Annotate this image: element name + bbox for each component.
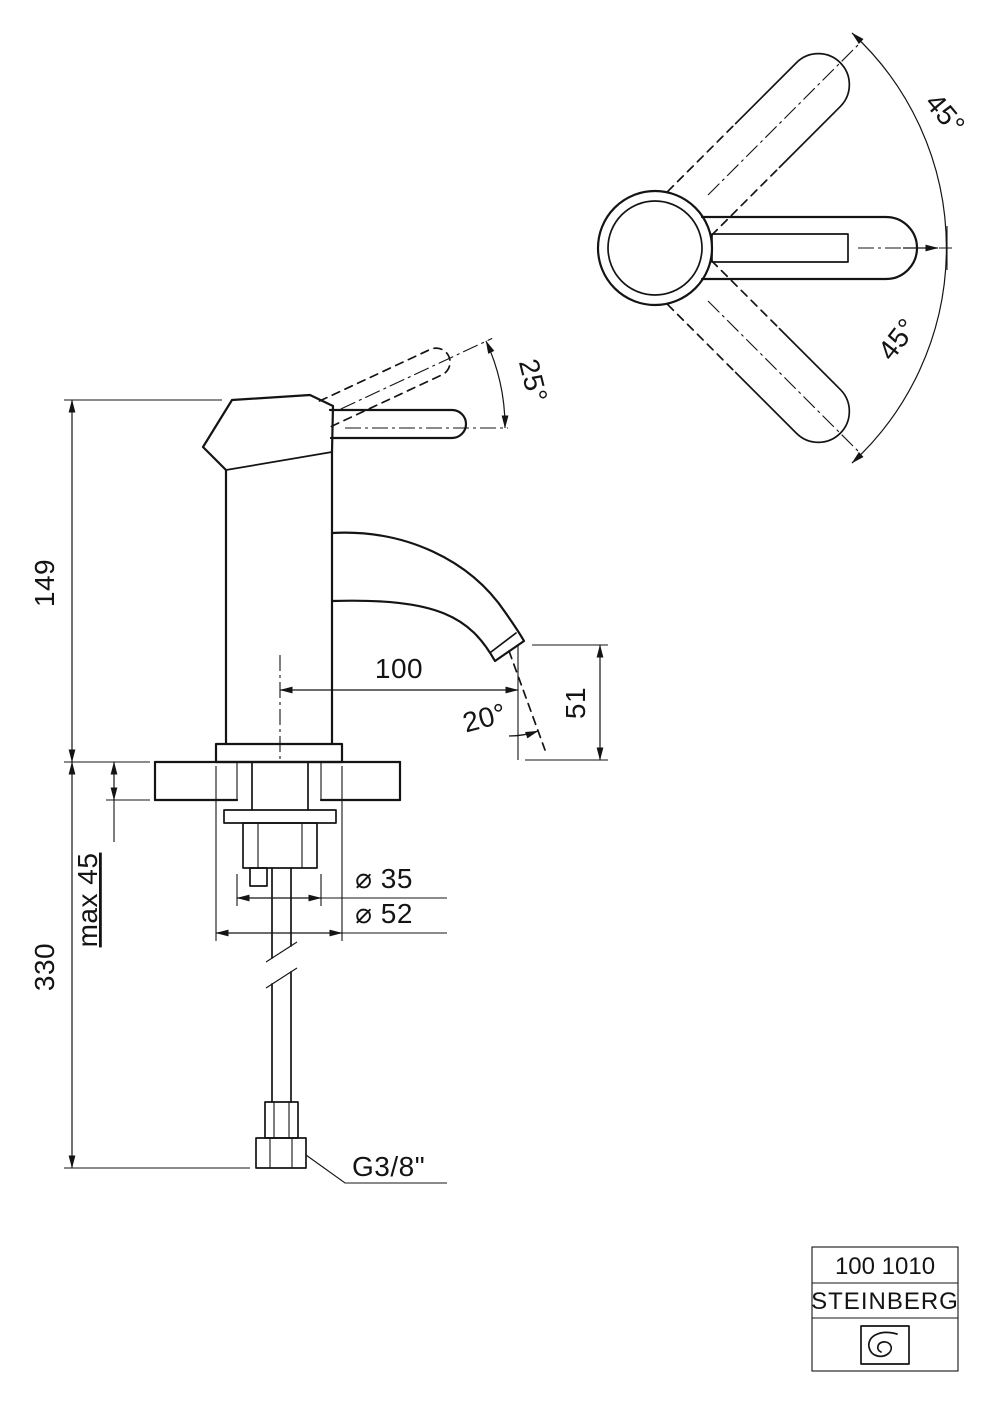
- handle-neutral: [700, 215, 919, 281]
- base-flange: [214, 742, 344, 764]
- swing-angle-bottom-label: 45°: [872, 312, 923, 366]
- below-counter-dimension-label: 330: [29, 943, 60, 991]
- swing-angle-top-label: 45°: [919, 87, 971, 141]
- brand-logo-icon: [860, 1325, 910, 1365]
- shank-diameter-label: ⌀ 35: [355, 863, 413, 894]
- stream-angle-label: 20°: [459, 697, 509, 738]
- title-block: 100 1010 STEINBERG: [811, 1246, 959, 1372]
- mounting-assembly: [223, 761, 337, 1169]
- handle-rotated-down: [666, 259, 861, 454]
- countertop-section: [153, 760, 402, 802]
- model-number: 100 1010: [835, 1253, 935, 1280]
- brand-name: STEINBERG: [811, 1288, 959, 1315]
- faucet-side-view: [201, 347, 546, 764]
- height-dimension-label: 149: [29, 559, 60, 607]
- connection-thread-label: G3/8": [352, 1151, 425, 1182]
- lever-handle-raised: [318, 347, 451, 428]
- stream-axis: [508, 650, 546, 751]
- spout: [330, 531, 526, 663]
- counter-thickness-label: max 45: [72, 853, 103, 948]
- mounting-clip: [249, 867, 268, 887]
- handle-angle-label: 25°: [513, 356, 554, 406]
- mounting-washer: [223, 809, 337, 824]
- lever-handle: [328, 408, 468, 440]
- dimensions: 149 330 max 45 100 51 25° 20°: [29, 337, 608, 1184]
- base-diameter-label: ⌀ 52: [355, 898, 413, 929]
- faucet-head: [201, 393, 335, 472]
- connection-nut: [255, 1137, 307, 1169]
- mounting-nut: [242, 822, 318, 869]
- handle-rotated-up: [666, 42, 861, 237]
- reach-dimension-label: 100: [375, 653, 423, 684]
- faucet-body-top: [596, 189, 714, 307]
- swing-arc: [851, 32, 948, 464]
- outlet-height-label: 51: [560, 687, 591, 719]
- plan-view: 45° 45°: [596, 32, 971, 464]
